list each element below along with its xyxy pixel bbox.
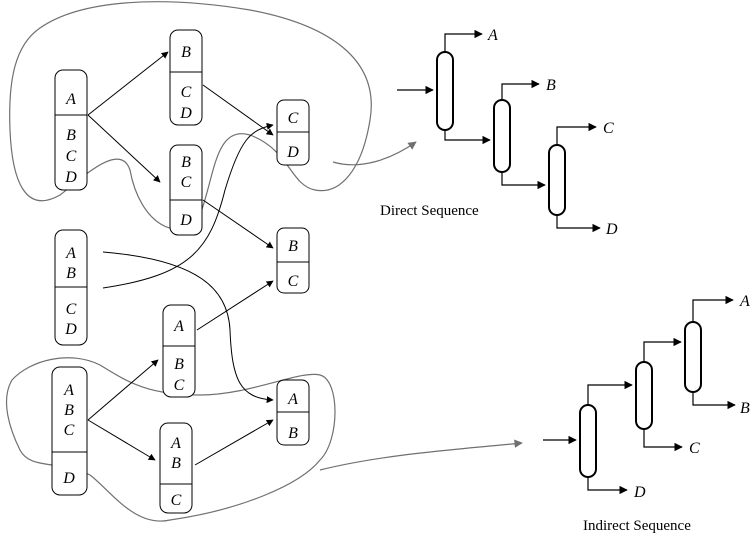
- svg-text:B: B: [174, 356, 184, 373]
- svg-text:B: B: [288, 238, 298, 255]
- separation-box-abcd-ab: A B C D: [54, 229, 88, 346]
- separation-box-cd: C D: [276, 99, 310, 166]
- svg-text:B: B: [66, 127, 76, 144]
- separation-box-bc: B C: [276, 227, 310, 294]
- separation-box-bcd-bc: B C D: [169, 144, 203, 236]
- svg-text:D: D: [179, 212, 192, 229]
- svg-text:C: C: [171, 492, 182, 509]
- separation-box-abcd-a: A B C D: [54, 69, 88, 191]
- svg-text:B: B: [181, 154, 191, 171]
- separation-box-abc-a: A B C: [162, 304, 196, 398]
- svg-text:B: B: [64, 402, 74, 419]
- svg-text:C: C: [181, 84, 192, 101]
- svg-text:D: D: [286, 144, 299, 161]
- svg-text:B: B: [171, 455, 181, 472]
- direct-sequence-caption: Direct Sequence: [380, 203, 479, 219]
- svg-text:B: B: [288, 425, 298, 442]
- svg-text:C: C: [64, 422, 75, 439]
- separation-box-abc-ab: A B C: [159, 422, 193, 514]
- indirect-sequence-outline: [5, 357, 336, 522]
- svg-text:B: B: [181, 44, 191, 61]
- direct-sequence-outline: [9, 1, 372, 230]
- separation-box-bcd-b: B C D: [169, 29, 203, 126]
- indirect-sequence-caption: Indirect Sequence: [583, 518, 691, 534]
- svg-text:A: A: [287, 391, 298, 408]
- to-indirect-sequence-arrow: [319, 439, 523, 471]
- svg-text:D: D: [62, 470, 75, 487]
- box-label: A: [65, 91, 76, 108]
- svg-text:C: C: [288, 273, 299, 290]
- svg-text:C: C: [66, 301, 77, 318]
- svg-text:C: C: [288, 110, 299, 127]
- indirect-sequence-schematic: A B C D Indirect Sequence: [543, 293, 750, 534]
- svg-text:A: A: [173, 318, 184, 335]
- svg-text:A: A: [63, 382, 74, 399]
- svg-text:A: A: [487, 27, 498, 44]
- svg-text:D: D: [64, 321, 77, 338]
- separation-box-ab: A B: [276, 379, 310, 446]
- svg-text:B: B: [546, 77, 556, 94]
- svg-text:D: D: [64, 169, 77, 186]
- svg-text:D: D: [633, 484, 646, 501]
- svg-text:A: A: [739, 293, 750, 310]
- separation-box-abcd-abc: A B C D: [51, 366, 88, 496]
- svg-text:D: D: [179, 105, 192, 122]
- svg-text:A: A: [170, 435, 181, 452]
- svg-text:C: C: [181, 174, 192, 191]
- svg-text:B: B: [66, 265, 76, 282]
- svg-text:D: D: [605, 221, 618, 238]
- svg-text:B: B: [740, 400, 750, 417]
- svg-text:C: C: [174, 377, 185, 394]
- connection-arrows: [87, 51, 274, 466]
- svg-text:C: C: [603, 120, 614, 137]
- direct-sequence-schematic: A B C D Direct Sequence: [380, 27, 618, 238]
- to-direct-sequence-arrow: [332, 141, 417, 166]
- svg-text:C: C: [689, 440, 700, 457]
- svg-text:C: C: [66, 148, 77, 165]
- svg-text:A: A: [65, 245, 76, 262]
